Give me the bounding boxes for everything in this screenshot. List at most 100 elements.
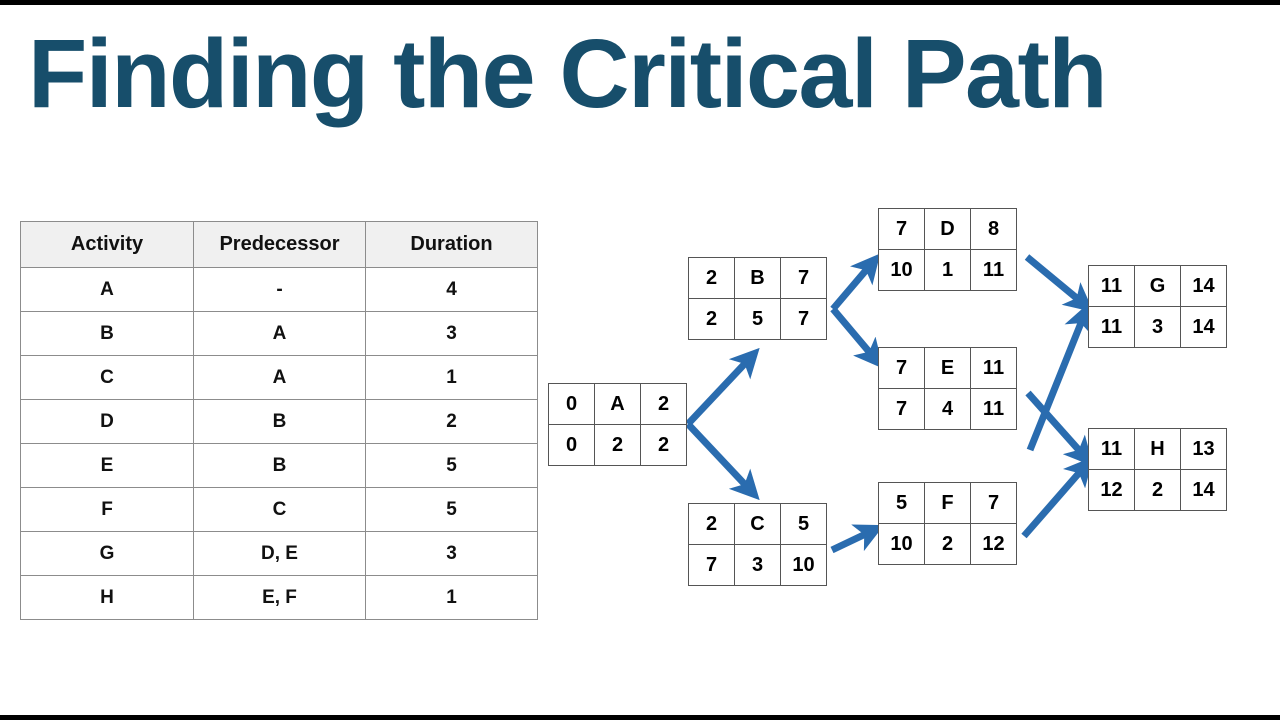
edge-e-to-h [1025, 390, 1094, 467]
cell-predecessor: - [193, 267, 366, 312]
node-early-start: 2 [688, 257, 735, 299]
cell-predecessor: E, F [193, 575, 366, 620]
node-top-row: 7 D 8 [878, 208, 1017, 250]
cell-predecessor: D, E [193, 531, 366, 576]
table-row: D B 2 [20, 399, 538, 444]
cell-duration: 1 [365, 355, 538, 400]
table-header-row: Activity Predecessor Duration [20, 221, 538, 268]
cell-duration: 5 [365, 443, 538, 488]
column-header-duration: Duration [365, 221, 538, 268]
node-label: F [924, 482, 971, 524]
cell-predecessor: B [193, 443, 366, 488]
node-bottom-row: 7 4 11 [878, 388, 1017, 430]
table-row: E B 5 [20, 443, 538, 488]
edge-b-to-d [830, 253, 881, 312]
letterbox-bottom-bar [0, 715, 1280, 720]
node-top-row: 11 H 13 [1088, 428, 1227, 470]
node-early-finish: 13 [1180, 428, 1227, 470]
node-label: C [734, 503, 781, 545]
cell-predecessor: A [193, 355, 366, 400]
node-early-start: 5 [878, 482, 925, 524]
edge-b-to-e [830, 306, 884, 369]
edge-f-to-h [1021, 456, 1094, 539]
node-bottom-row: 0 2 2 [548, 424, 687, 466]
cell-activity: C [20, 355, 194, 400]
node-bottom-row: 10 2 12 [878, 523, 1017, 565]
node-early-start: 2 [688, 503, 735, 545]
node-early-finish: 14 [1180, 265, 1227, 307]
node-top-row: 2 C 5 [688, 503, 827, 545]
node-early-start: 7 [878, 208, 925, 250]
node-late-finish: 12 [970, 523, 1017, 565]
edge-a-to-b [685, 347, 760, 427]
node-top-row: 11 G 14 [1088, 265, 1227, 307]
node-late-start: 7 [688, 544, 735, 586]
cell-predecessor: C [193, 487, 366, 532]
table-row: H E, F 1 [20, 575, 538, 620]
network-node-e: 7 E 11 7 4 11 [878, 347, 1017, 430]
node-duration: 2 [594, 424, 641, 466]
node-label: A [594, 383, 641, 425]
node-label: H [1134, 428, 1181, 470]
network-node-g: 11 G 14 11 3 14 [1088, 265, 1227, 348]
node-bottom-row: 2 5 7 [688, 298, 827, 340]
column-header-activity: Activity [20, 221, 194, 268]
network-node-a: 0 A 2 0 2 2 [548, 383, 687, 466]
table-row: A - 4 [20, 267, 538, 312]
node-early-start: 0 [548, 383, 595, 425]
cell-duration: 2 [365, 399, 538, 444]
cell-duration: 1 [365, 575, 538, 620]
node-late-finish: 14 [1180, 469, 1227, 511]
node-label: B [734, 257, 781, 299]
cell-predecessor: A [193, 311, 366, 356]
network-node-c: 2 C 5 7 3 10 [688, 503, 827, 586]
table-row: C A 1 [20, 355, 538, 400]
network-node-b: 2 B 7 2 5 7 [688, 257, 827, 340]
cell-duration: 3 [365, 311, 538, 356]
table-row: F C 5 [20, 487, 538, 532]
node-early-start: 11 [1088, 265, 1135, 307]
edge-d-to-g [1024, 254, 1094, 313]
edge-e-to-g [1026, 302, 1092, 452]
node-duration: 3 [734, 544, 781, 586]
node-duration: 4 [924, 388, 971, 430]
edge-c-to-f [830, 524, 885, 554]
node-label: G [1134, 265, 1181, 307]
cell-duration: 3 [365, 531, 538, 576]
cell-duration: 4 [365, 267, 538, 312]
node-late-finish: 14 [1180, 306, 1227, 348]
node-top-row: 0 A 2 [548, 383, 687, 425]
node-late-finish: 7 [780, 298, 827, 340]
cell-duration: 5 [365, 487, 538, 532]
node-early-finish: 2 [640, 383, 687, 425]
node-early-finish: 8 [970, 208, 1017, 250]
node-late-start: 12 [1088, 469, 1135, 511]
node-late-finish: 2 [640, 424, 687, 466]
network-node-f: 5 F 7 10 2 12 [878, 482, 1017, 565]
node-bottom-row: 11 3 14 [1088, 306, 1227, 348]
activity-table: Activity Predecessor Duration A - 4 B A … [20, 221, 538, 620]
node-early-finish: 5 [780, 503, 827, 545]
node-label: D [924, 208, 971, 250]
node-late-start: 11 [1088, 306, 1135, 348]
node-late-finish: 10 [780, 544, 827, 586]
node-duration: 3 [1134, 306, 1181, 348]
cell-predecessor: B [193, 399, 366, 444]
cell-activity: G [20, 531, 194, 576]
node-late-start: 10 [878, 249, 925, 291]
cell-activity: D [20, 399, 194, 444]
column-header-predecessor: Predecessor [193, 221, 366, 268]
node-late-finish: 11 [970, 388, 1017, 430]
node-late-start: 0 [548, 424, 595, 466]
cell-activity: E [20, 443, 194, 488]
cell-activity: F [20, 487, 194, 532]
node-late-start: 2 [688, 298, 735, 340]
cell-activity: A [20, 267, 194, 312]
node-bottom-row: 7 3 10 [688, 544, 827, 586]
edge-a-to-c [685, 421, 760, 501]
node-top-row: 2 B 7 [688, 257, 827, 299]
node-early-finish: 7 [780, 257, 827, 299]
node-late-start: 10 [878, 523, 925, 565]
node-duration: 2 [1134, 469, 1181, 511]
node-early-start: 11 [1088, 428, 1135, 470]
